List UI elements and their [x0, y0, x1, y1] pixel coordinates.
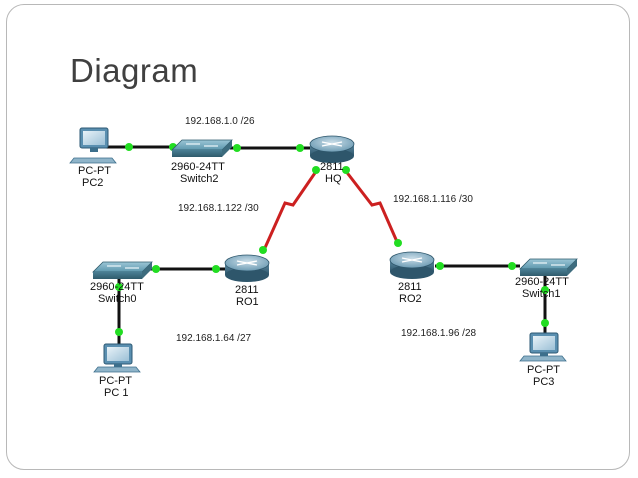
switch-icon[interactable]	[92, 261, 153, 279]
pc2-name-label: PC2	[82, 177, 103, 189]
switch0-name-label: Switch0	[98, 293, 137, 305]
ro2-name-label: RO2	[399, 293, 422, 305]
switch2-type-label: 2960-24TT	[171, 161, 225, 173]
port-dot	[342, 166, 350, 174]
slide-frame	[6, 4, 630, 470]
port-dot	[312, 166, 320, 174]
hq-type-label: 2811	[320, 161, 344, 173]
pc1-name-label: PC 1	[104, 387, 128, 399]
network-label-ro1-lan: 192.168.1.64 /27	[176, 333, 252, 344]
link-hq-ro1-serial	[262, 169, 319, 251]
port-dot	[296, 144, 304, 152]
port-dot	[259, 246, 267, 254]
router-icon[interactable]	[389, 251, 435, 279]
ro1-type-label: 2811	[235, 284, 259, 296]
pc2-type-label: PC-PT	[78, 165, 111, 177]
switch0-type-label: 2960-24TT	[90, 281, 144, 293]
pc-icon[interactable]	[93, 343, 141, 373]
network-label-ro2-lan: 192.168.1.96 /28	[401, 328, 477, 339]
switch-icon[interactable]	[171, 139, 233, 157]
pc3-type-label: PC-PT	[527, 364, 560, 376]
port-dot	[508, 262, 516, 270]
port-dot	[115, 328, 123, 336]
port-dot	[115, 283, 123, 291]
port-dot	[125, 143, 133, 151]
ro2-type-label: 2811	[398, 281, 422, 293]
port-dot	[233, 144, 241, 152]
slide-title: Diagram	[70, 52, 199, 89]
ro1-name-label: RO1	[236, 296, 259, 308]
port-dot	[541, 319, 549, 327]
hq-name-label: HQ	[325, 173, 342, 185]
pc3-name-label: PC3	[533, 376, 554, 388]
port-dot	[212, 265, 220, 273]
switch1-name-label: Switch1	[522, 288, 561, 300]
switch1-type-label: 2960-24TT	[515, 276, 569, 288]
switch-icon[interactable]	[519, 258, 578, 276]
port-dot	[394, 239, 402, 247]
port-dot	[541, 286, 549, 294]
network-label-hq-ro1: 192.168.1.122 /30	[178, 203, 259, 214]
network-label-hq-lan: 192.168.1.0 /26	[185, 116, 255, 127]
router-icon[interactable]	[309, 135, 355, 163]
pc-icon[interactable]	[519, 332, 567, 362]
pc1-type-label: PC-PT	[99, 375, 132, 387]
port-dot	[436, 262, 444, 270]
port-indicators	[115, 143, 549, 336]
network-label-hq-ro2: 192.168.1.116 /30	[393, 194, 473, 205]
router-icon[interactable]	[224, 254, 270, 282]
link-hq-ro2-serial	[343, 169, 400, 245]
pc-icon[interactable]	[69, 127, 117, 164]
switch2-name-label: Switch2	[180, 173, 219, 185]
port-dot	[152, 265, 160, 273]
